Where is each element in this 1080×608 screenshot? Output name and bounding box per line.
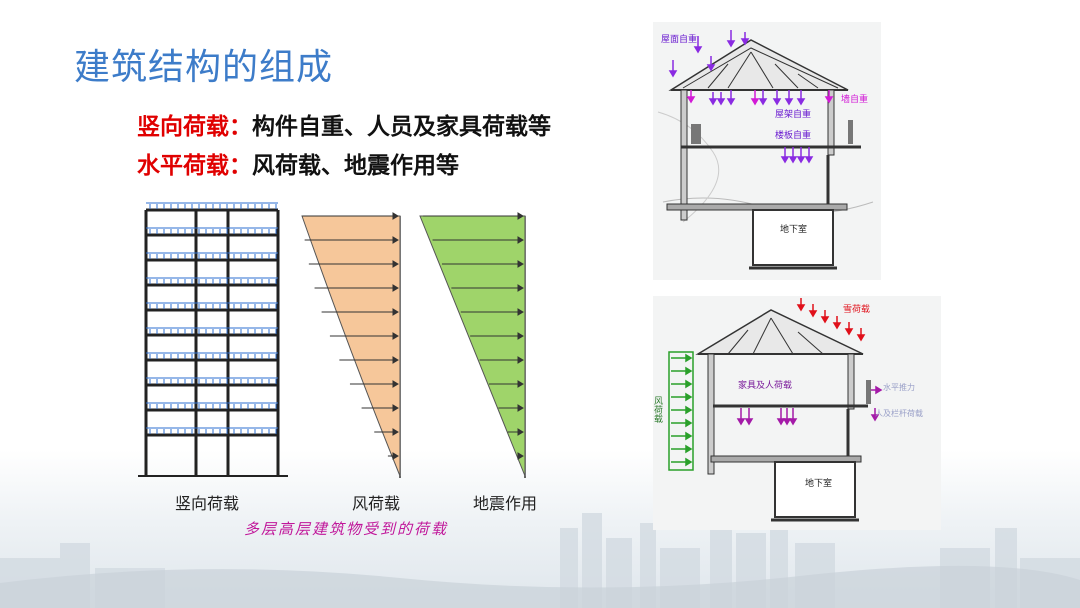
horizontal-push-label: 水平推力 bbox=[883, 382, 915, 392]
house-section-vertical-loads: 地下室 屋面自重 屋架自重 墙自重 楼板自重 bbox=[653, 22, 881, 280]
earthquake-load-diagram bbox=[418, 208, 533, 478]
horizontal-load-line: 水平荷载：风荷载、地震作用等 bbox=[137, 146, 459, 180]
truss-weight-label: 屋架自重 bbox=[775, 108, 811, 120]
snow-load-label: 雪荷载 bbox=[843, 303, 870, 315]
caption-vertical-load: 竖向荷载 bbox=[175, 490, 239, 514]
horizontal-load-key: 水平荷载： bbox=[137, 152, 252, 179]
wall-weight-label: 墙自重 bbox=[841, 93, 868, 105]
railing-load-label: 人及栏杆荷载 bbox=[875, 408, 923, 418]
caption-earthquake: 地震作用 bbox=[473, 490, 537, 514]
vertical-load-key: 竖向荷载： bbox=[137, 113, 252, 140]
frame-vertical-load-diagram bbox=[138, 198, 288, 480]
vertical-load-line: 竖向荷载：构件自重、人员及家具荷载等 bbox=[137, 107, 551, 141]
floor-weight-label: 楼板自重 bbox=[775, 129, 811, 141]
basement-label: 地下室 bbox=[780, 223, 807, 235]
vertical-load-value: 构件自重、人员及家具荷载等 bbox=[252, 113, 551, 140]
house-section-horizontal-loads: 地下室 风荷载 雪荷载 家具及人荷载 水平推力 人及栏杆荷载 bbox=[653, 296, 941, 530]
figure-caption: 多层高层建筑物受到的荷载 bbox=[244, 518, 448, 539]
wind-load-diagram bbox=[300, 208, 410, 478]
page-title: 建筑结构的组成 bbox=[74, 38, 333, 90]
horizontal-load-value: 风荷载、地震作用等 bbox=[252, 152, 459, 179]
roof-weight-label: 屋面自重 bbox=[661, 33, 697, 45]
wind-load-label: 风荷载 bbox=[653, 396, 663, 424]
caption-wind-load: 风荷载 bbox=[352, 490, 400, 514]
basement-label-2: 地下室 bbox=[805, 477, 832, 489]
furniture-load-label: 家具及人荷载 bbox=[738, 379, 792, 391]
